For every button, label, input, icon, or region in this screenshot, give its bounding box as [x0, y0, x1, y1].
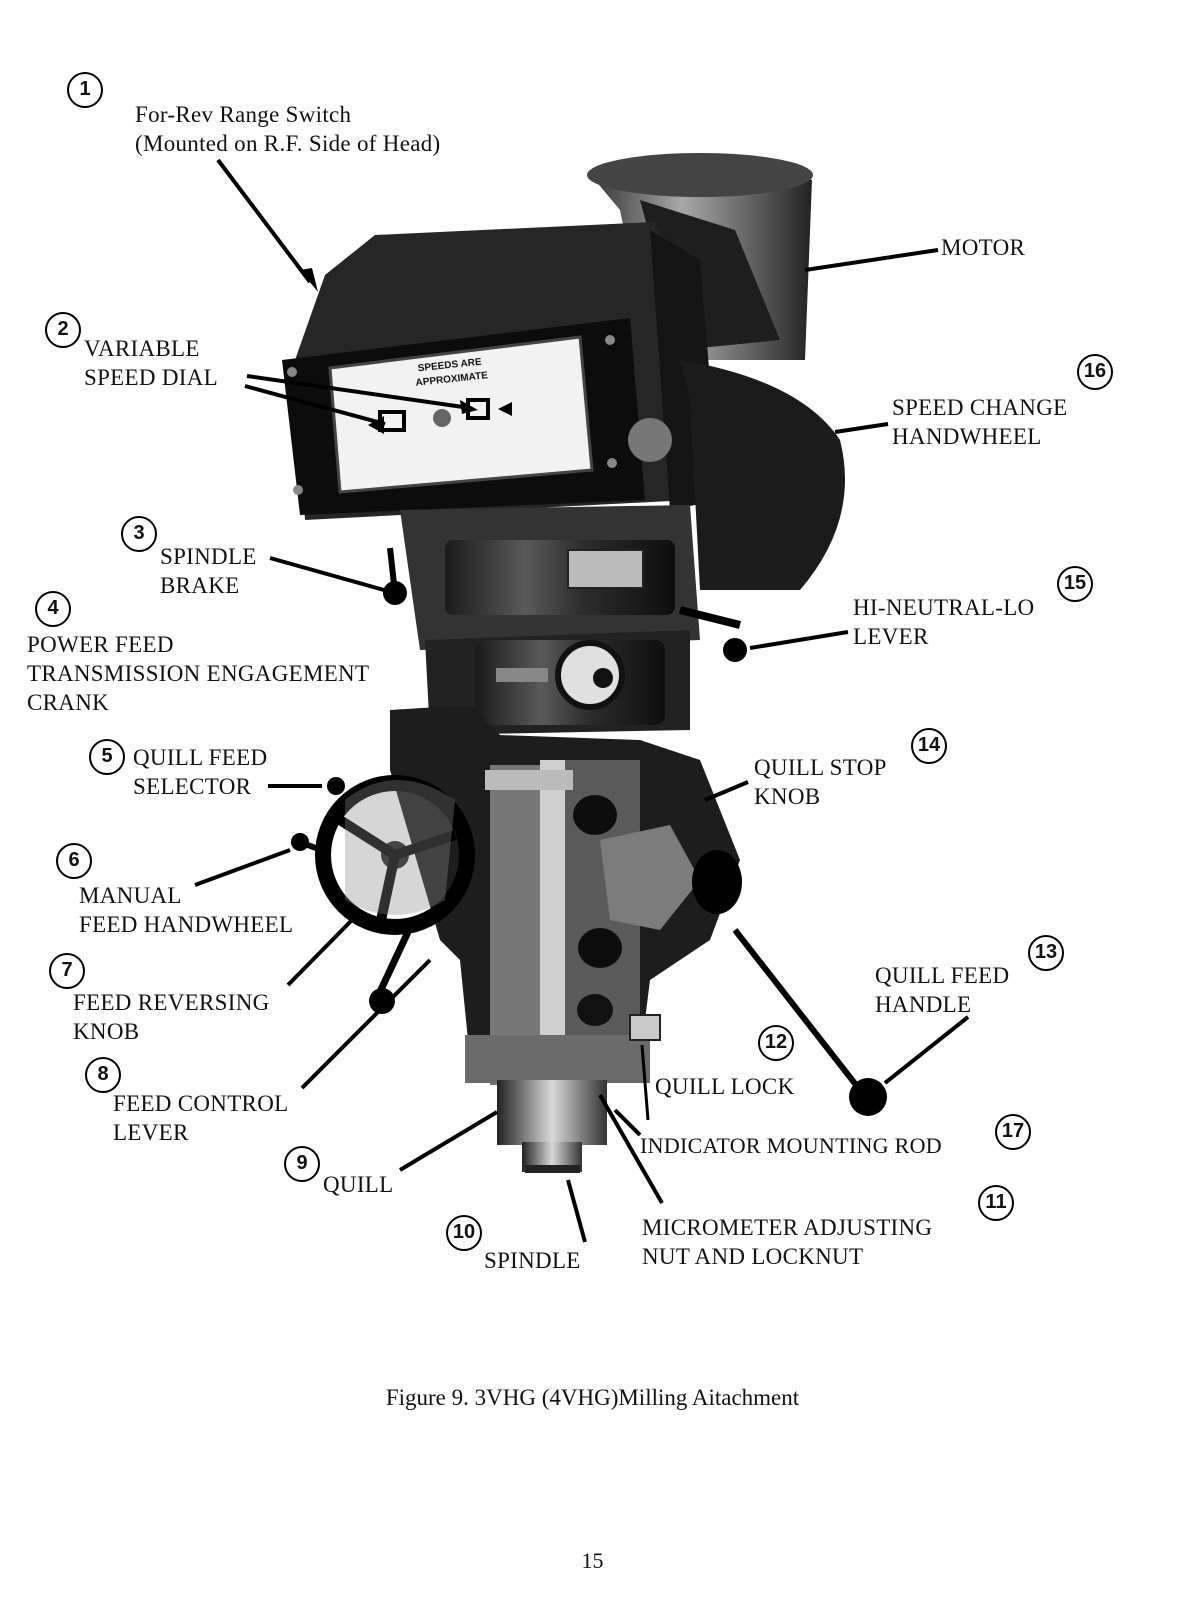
- callout-label-14: QUILL STOP KNOB: [754, 755, 887, 809]
- quill-housing: [390, 705, 742, 1085]
- callout-label-8: FEED CONTROL LEVER: [113, 1091, 289, 1145]
- callout-label-16: SPEED CHANGE HANDWHEEL: [892, 395, 1068, 449]
- callout-number-12: 12: [758, 1025, 794, 1061]
- page-number: 15: [581, 1548, 604, 1573]
- callout-number-8: 8: [85, 1057, 121, 1093]
- quill-feed-handle: [732, 928, 887, 1116]
- manual-feed-handwheel: [291, 775, 475, 1014]
- callout-number-4: 4: [35, 591, 71, 627]
- quill-and-spindle: [465, 1035, 650, 1173]
- callout-label-13: QUILL FEED HANDLE: [875, 963, 1010, 1017]
- callout-label-12: QUILL LOCK: [655, 1074, 795, 1099]
- callout-number-6: 6: [56, 843, 92, 879]
- callout-label-5: QUILL FEED SELECTOR: [133, 745, 268, 799]
- callout-number-5: 5: [89, 739, 125, 775]
- callout-label-10: SPINDLE: [484, 1248, 581, 1273]
- speed-change-handwheel-hub: [628, 418, 672, 462]
- head-housing: SPEEDS ARE APPROXIMATE: [282, 222, 845, 590]
- figure-caption: Figure 9. 3VHG (4VHG)Milling Aitachment: [385, 1385, 800, 1410]
- motor-label: MOTOR: [941, 235, 1026, 260]
- callout-label-2: VARIABLE SPEED DIAL: [84, 336, 218, 390]
- callout-number-2: 2: [45, 312, 81, 348]
- callout-label-3: SPINDLE BRAKE: [160, 544, 257, 598]
- callout-number-14: 14: [911, 728, 947, 764]
- callout-number-15: 15: [1057, 566, 1093, 602]
- leader-lines: [194, 158, 970, 1243]
- callout-label-15: HI-NEUTRAL-LO LEVER: [853, 595, 1035, 649]
- callout-number-11: 11: [978, 1185, 1014, 1221]
- callout-number-1: 1: [67, 72, 103, 108]
- callout-number-7: 7: [49, 953, 85, 989]
- callout-label-9: QUILL: [323, 1172, 394, 1197]
- callout-number-10: 10: [446, 1215, 482, 1251]
- callout-label-11: MICROMETER ADJUSTING NUT AND LOCKNUT: [642, 1215, 933, 1269]
- indicator-mounting-rod: [640, 1044, 650, 1121]
- callout-number-16: 16: [1077, 354, 1113, 390]
- callout-label-1: For-Rev Range Switch (Mounted on R.F. Si…: [135, 102, 441, 156]
- callout-number-17: 17: [995, 1114, 1031, 1150]
- callout-label-17: INDICATOR MOUNTING ROD: [640, 1133, 942, 1158]
- callout-label-6: MANUAL FEED HANDWHEEL: [79, 883, 294, 937]
- callout-label-4: POWER FEED TRANSMISSION ENGAGEMENT CRANK: [27, 632, 370, 715]
- callout-label-7: FEED REVERSING KNOB: [73, 990, 270, 1044]
- feed-transmission: [425, 630, 690, 735]
- brake-housing: [383, 505, 747, 662]
- callout-number-3: 3: [121, 516, 157, 552]
- callout-number-9: 9: [284, 1146, 320, 1182]
- callout-number-13: 13: [1028, 935, 1064, 971]
